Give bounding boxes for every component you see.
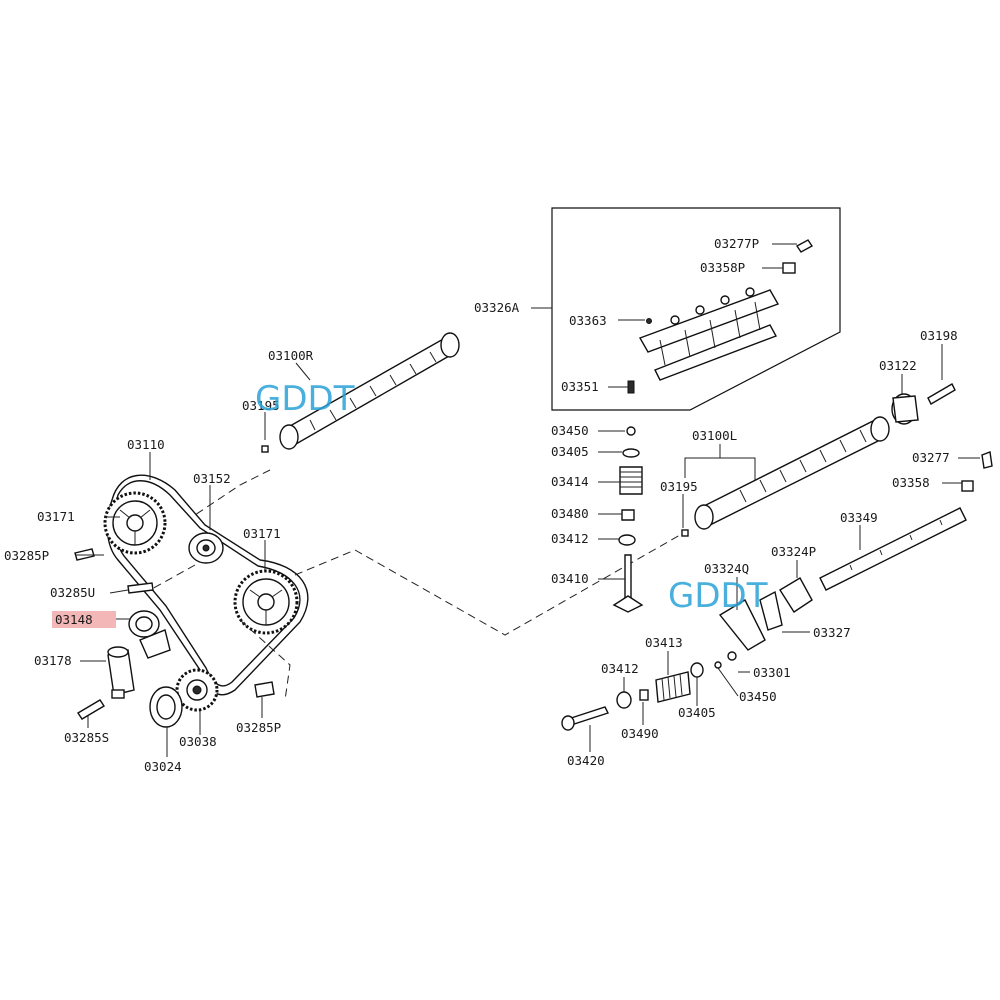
leader-lines-right xyxy=(531,243,980,752)
label-03171-right: 03171 xyxy=(243,526,281,541)
label-03178: 03178 xyxy=(34,653,72,668)
label-03285S: 03285S xyxy=(64,730,109,745)
label-03198: 03198 xyxy=(920,328,958,343)
label-03420: 03420 xyxy=(567,753,605,768)
label-03450-top: 03450 xyxy=(551,423,589,438)
label-03327: 03327 xyxy=(813,625,851,640)
camshaft-component-03122 xyxy=(891,383,956,425)
bolt-and-plate xyxy=(961,451,993,492)
label-03358: 03358 xyxy=(892,475,930,490)
idler-pulley xyxy=(188,532,224,564)
bolt-03285P-b xyxy=(254,681,275,698)
label-03405-bottom: 03405 xyxy=(678,705,716,720)
label-03195-left: 03195 xyxy=(242,398,280,413)
valve-components xyxy=(561,426,737,731)
label-03490: 03490 xyxy=(621,726,659,741)
bolts-left xyxy=(74,548,275,720)
label-03110: 03110 xyxy=(127,437,165,452)
crankshaft-sprocket xyxy=(175,668,219,712)
label-03171-left: 03171 xyxy=(37,509,75,524)
crank-flange xyxy=(149,686,183,728)
label-03414: 03414 xyxy=(551,474,589,489)
timing-belt-assembly xyxy=(74,332,460,728)
label-03285P-right: 03285P xyxy=(236,720,281,735)
camshaft-left-bank xyxy=(681,416,890,537)
label-03412-bottom: 03412 xyxy=(601,661,639,676)
label-03410: 03410 xyxy=(551,571,589,586)
watermark-right: GDDT xyxy=(668,576,768,616)
label-03480: 03480 xyxy=(551,506,589,521)
label-03450-bottom: 03450 xyxy=(739,689,777,704)
rocker-shaft xyxy=(819,507,967,591)
label-03405-top: 03405 xyxy=(551,444,589,459)
label-03277: 03277 xyxy=(912,450,950,465)
label-03363: 03363 xyxy=(569,313,607,328)
label-03024: 03024 xyxy=(144,759,182,774)
dashed-connections xyxy=(149,469,681,701)
camshaft-sprocket-right xyxy=(233,569,299,635)
label-03285P-left: 03285P xyxy=(4,548,49,563)
camshaft-sprocket-left xyxy=(103,491,167,555)
rocker-arm-assembly-box xyxy=(551,207,841,411)
label-03100R: 03100R xyxy=(268,348,314,363)
label-03152: 03152 xyxy=(193,471,231,486)
tensioner-pulley xyxy=(128,610,171,659)
label-03038: 03038 xyxy=(179,734,217,749)
bolt-03285U xyxy=(127,582,154,594)
auto-tensioner xyxy=(107,646,135,699)
label-03324Q: 03324Q xyxy=(704,561,749,576)
label-03148: 03148 xyxy=(55,612,93,627)
camshaft-right-bank xyxy=(261,332,460,453)
rocker-arms xyxy=(718,577,813,651)
label-03358P: 03358P xyxy=(700,260,745,275)
label-03285U: 03285U xyxy=(50,585,95,600)
highlight-03148 xyxy=(52,611,116,628)
timing-belt xyxy=(106,474,309,696)
label-03326A: 03326A xyxy=(474,300,520,315)
bolt-03285S xyxy=(77,699,105,720)
label-03349: 03349 xyxy=(840,510,878,525)
part-labels: 03100R 03195 03110 03152 03171 03171 032… xyxy=(4,236,958,774)
label-03122: 03122 xyxy=(879,358,917,373)
label-03277P: 03277P xyxy=(714,236,759,251)
label-03412-top: 03412 xyxy=(551,531,589,546)
label-03100L: 03100L xyxy=(692,428,737,443)
label-03324P: 03324P xyxy=(771,544,816,559)
watermark-left: GDDT xyxy=(255,379,355,419)
label-03351: 03351 xyxy=(561,379,599,394)
label-03195-right: 03195 xyxy=(660,479,698,494)
leader-lines-left xyxy=(75,362,311,757)
label-03413: 03413 xyxy=(645,635,683,650)
label-03301: 03301 xyxy=(753,665,791,680)
